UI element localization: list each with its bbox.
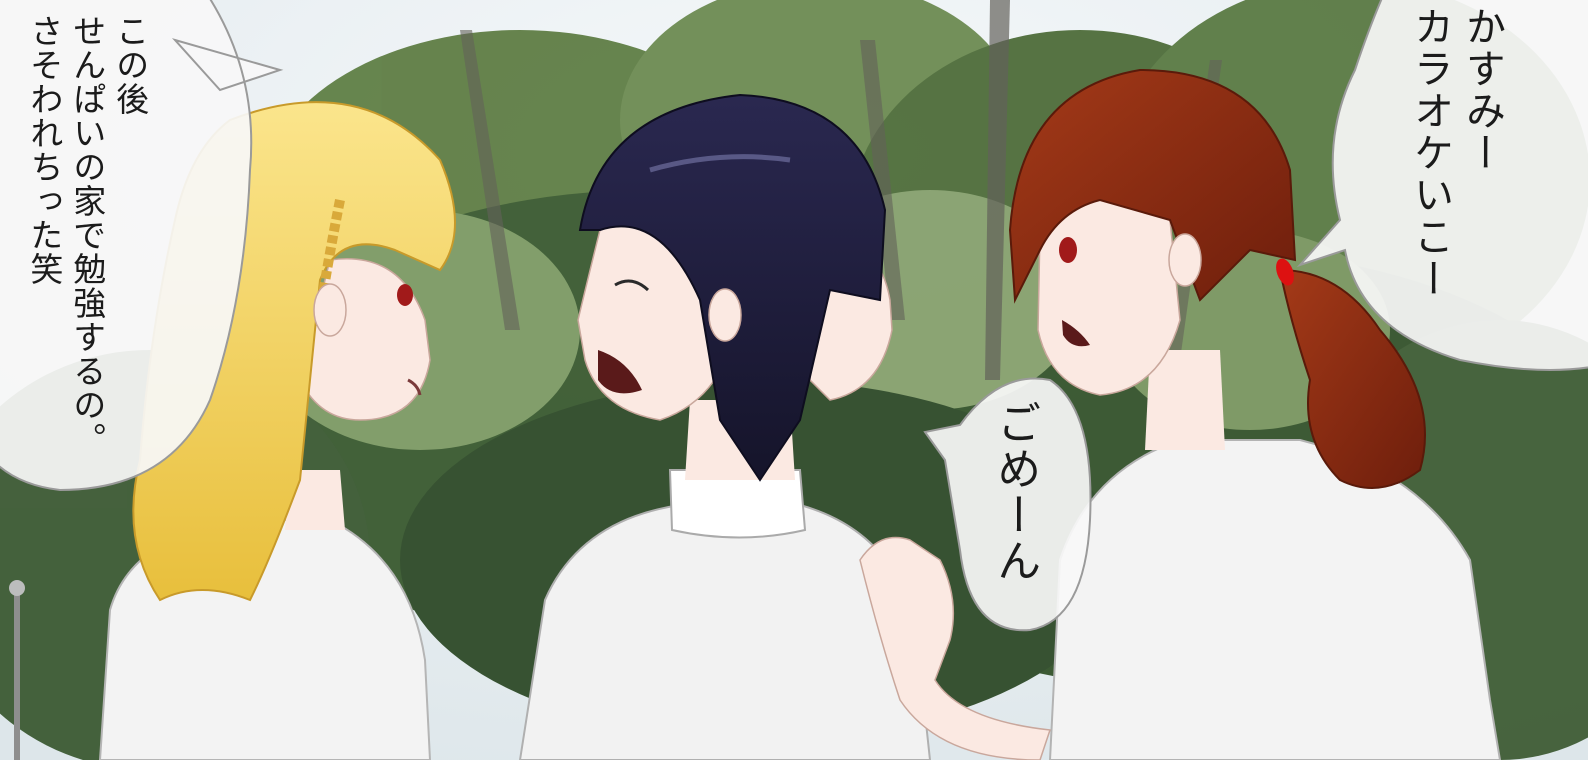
speech-bubble-middle (923, 377, 1092, 632)
girl-brown-ponytail (859, 68, 1502, 760)
speech-bubble-right (1296, 0, 1588, 371)
girl-black-hair (518, 93, 932, 760)
speech-bubble-left (0, 0, 284, 492)
speech-text-right: かすみー カラオケいこー (1407, 6, 1505, 300)
speech-text-middle: ごめーん (989, 400, 1041, 584)
speech-text-left: この後 せんぱいの家で勉強するの。 さそわれちった笑 (24, 14, 150, 456)
